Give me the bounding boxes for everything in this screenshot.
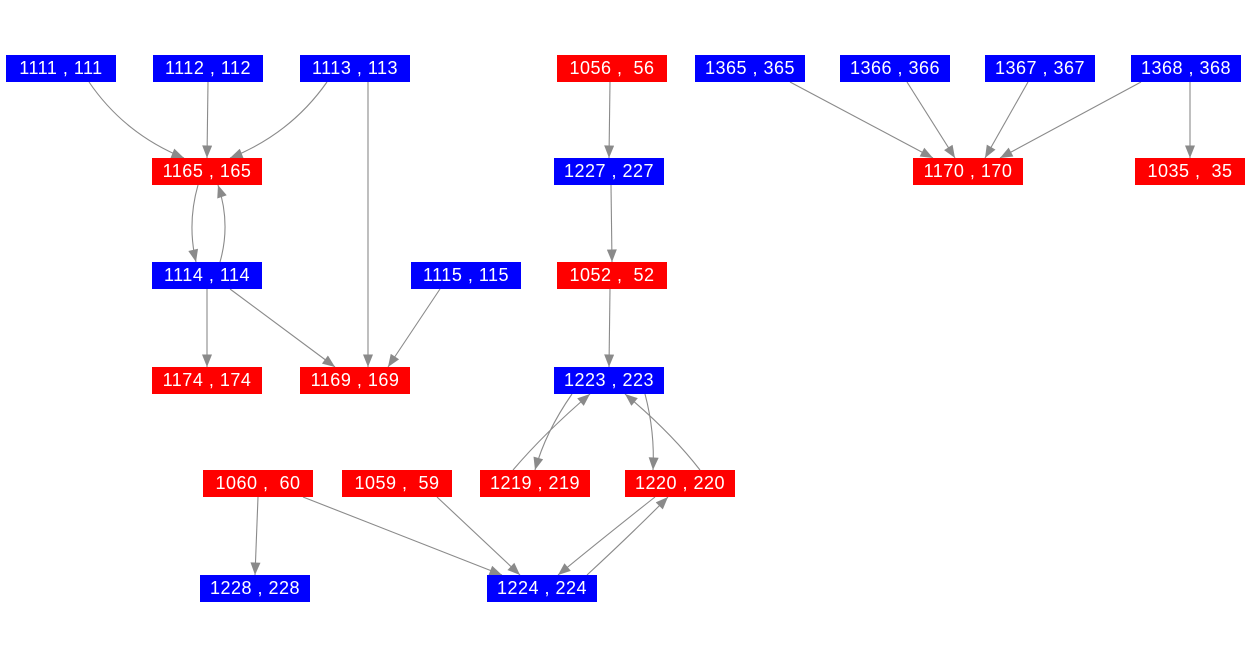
edge-1114-to-1169 xyxy=(229,288,336,368)
edge-group xyxy=(88,81,1195,576)
graph-node-1165[interactable]: 1165 , 165 xyxy=(152,158,262,185)
edge-1113-to-1165 xyxy=(229,81,328,159)
graph-node-1170[interactable]: 1170 , 170 xyxy=(913,158,1023,185)
graph-node-1219[interactable]: 1219 , 219 xyxy=(480,470,590,497)
edge-1112-to-1165 xyxy=(202,81,213,159)
edge-1223-to-1219 xyxy=(533,393,573,471)
graph-node-1367[interactable]: 1367 , 367 xyxy=(985,55,1095,82)
edge-1052-to-1223 xyxy=(604,288,615,368)
edge-1368-to-1170 xyxy=(999,81,1142,159)
edge-1056-to-1227 xyxy=(604,81,615,159)
edge-1111-to-1165 xyxy=(88,81,185,159)
edge-1165-to-1114 xyxy=(188,184,199,263)
edge-1224-to-1220 xyxy=(586,496,669,576)
graph-node-1114[interactable]: 1114 , 114 xyxy=(152,262,262,289)
graph-node-1059[interactable]: 1059 , 59 xyxy=(342,470,452,497)
edge-1220-to-1224 xyxy=(557,496,656,576)
graph-node-1113[interactable]: 1113 , 113 xyxy=(300,55,410,82)
graph-node-1224[interactable]: 1224 , 224 xyxy=(487,575,597,602)
graph-node-1115[interactable]: 1115 , 115 xyxy=(411,262,521,289)
graph-node-1174[interactable]: 1174 , 174 xyxy=(152,367,262,394)
edge-1227-to-1052 xyxy=(606,184,617,263)
graph-node-1365[interactable]: 1365 , 365 xyxy=(695,55,805,82)
edge-1059-to-1224 xyxy=(436,496,521,576)
edge-1114-to-1165 xyxy=(217,184,227,263)
graph-node-1220[interactable]: 1220 , 220 xyxy=(625,470,735,497)
graph-node-1223[interactable]: 1223 , 223 xyxy=(554,367,664,394)
edge-1219-to-1223 xyxy=(512,393,591,471)
graph-node-1228[interactable]: 1228 , 228 xyxy=(200,575,310,602)
graph-node-1060[interactable]: 1060 , 60 xyxy=(203,470,313,497)
edge-1367-to-1170 xyxy=(984,81,1029,159)
graph-node-1112[interactable]: 1112 , 112 xyxy=(153,55,263,82)
graph-node-1111[interactable]: 1111 , 111 xyxy=(6,55,116,82)
edge-1060-to-1224 xyxy=(302,496,503,576)
graph-node-1368[interactable]: 1368 , 368 xyxy=(1131,55,1241,82)
edge-1366-to-1170 xyxy=(906,81,956,159)
graph-node-1366[interactable]: 1366 , 366 xyxy=(840,55,950,82)
graph-node-1052[interactable]: 1052 , 52 xyxy=(557,262,667,289)
graph-node-1035[interactable]: 1035 , 35 xyxy=(1135,158,1245,185)
edge-1223-to-1220 xyxy=(644,393,659,471)
edge-1220-to-1223 xyxy=(624,393,701,471)
edge-1365-to-1170 xyxy=(789,81,934,159)
graph-node-1056[interactable]: 1056 , 56 xyxy=(557,55,667,82)
graph-node-1227[interactable]: 1227 , 227 xyxy=(554,158,664,185)
edge-1060-to-1228 xyxy=(250,496,261,576)
edge-1115-to-1169 xyxy=(387,288,441,368)
graph-node-1169[interactable]: 1169 , 169 xyxy=(300,367,410,394)
